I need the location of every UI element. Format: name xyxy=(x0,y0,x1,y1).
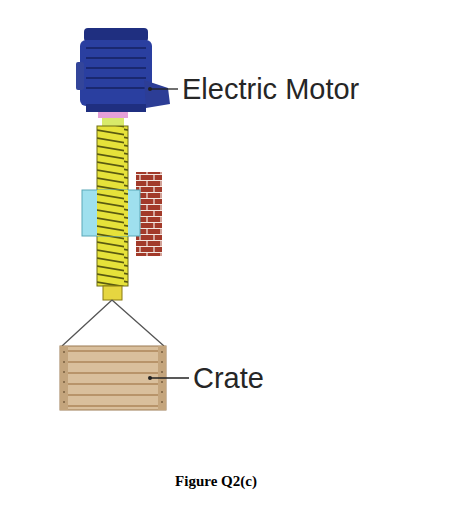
part-label: Electric Motor xyxy=(182,75,359,104)
electric-motor xyxy=(76,28,170,112)
rope xyxy=(62,300,164,346)
nut xyxy=(82,190,140,236)
leader-line xyxy=(150,377,189,378)
screw-through-nut xyxy=(97,190,128,236)
coupling xyxy=(98,112,128,118)
leader-line xyxy=(150,88,178,89)
lead-screw xyxy=(97,126,128,286)
hook-shaft xyxy=(103,286,122,300)
figure-caption: Figure Q2(c) xyxy=(175,474,257,489)
part-label: Crate xyxy=(193,364,264,393)
